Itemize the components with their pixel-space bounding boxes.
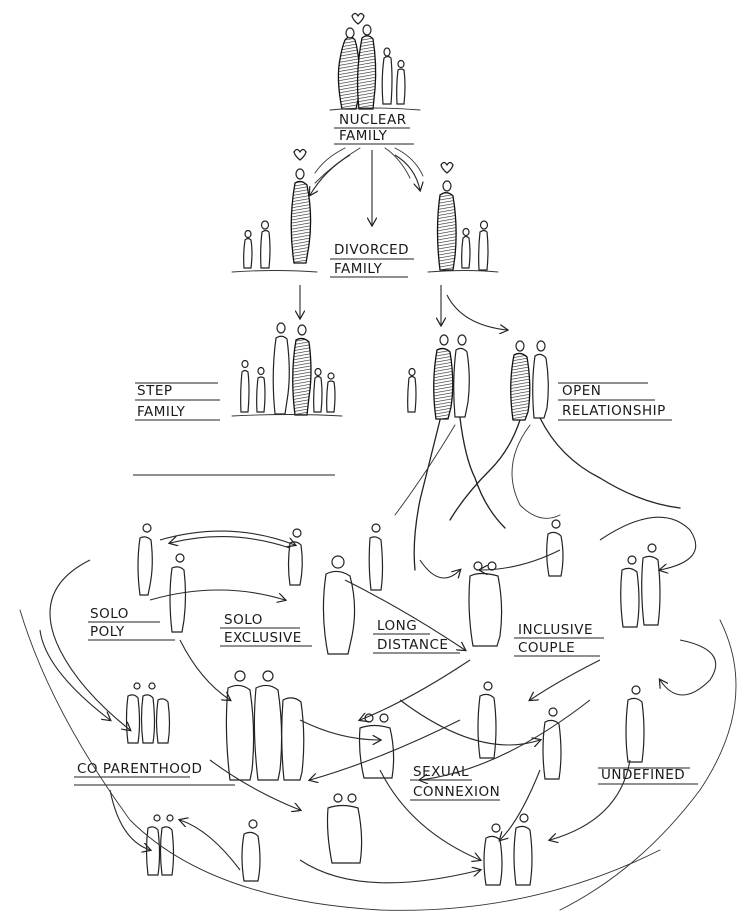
arrow (446, 294, 507, 330)
long-distance-label: LONG (377, 618, 417, 634)
nuclear-family-group: NUCLEAR FAMILY (314, 12, 424, 184)
divorced-family-label: DIVORCED (334, 242, 409, 258)
nuclear-family-label: NUCLEAR FAMILY (334, 112, 414, 145)
solo-poly-group: SOLO POLY (88, 523, 187, 641)
connection-arrows (39, 516, 717, 884)
solo-poly-label: SOLO (90, 606, 129, 622)
step-family-label-2: FAMILY (137, 404, 186, 420)
heart-icon (351, 12, 365, 25)
co-parenthood-label: CO PARENTHOOD (77, 761, 202, 777)
long-distance-label-2: DISTANCE (377, 637, 448, 653)
open-relationship-label-2: RELATIONSHIP (562, 403, 666, 419)
outer-flow-line (19, 609, 661, 911)
divorced-family-label-2: FAMILY (334, 261, 383, 277)
nuclear-family-figures (329, 24, 421, 111)
flow-line (459, 417, 506, 529)
open-relationship-group: OPEN RELATIONSHIP (407, 334, 672, 421)
inclusive-couple-label-2: COUPLE (518, 640, 575, 656)
sexual-connexion-label-2: CONNEXION (413, 784, 500, 800)
step-family-group: STEP FAMILY (135, 322, 343, 421)
open-relationship-label: OPEN (562, 383, 601, 399)
outer-flow-line (559, 619, 737, 911)
divorced-family-group: DIVORCED FAMILY (231, 148, 499, 278)
undefined-label: UNDEFINED (601, 767, 685, 783)
co-parenthood-group: CO PARENTHOOD (74, 670, 305, 786)
label-line: NUCLEAR (339, 112, 407, 128)
solo-exclusive-group: SOLO EXCLUSIVE (220, 528, 356, 655)
bottom-figures (145, 793, 533, 886)
solo-exclusive-label: SOLO (224, 612, 263, 628)
flow-line (449, 419, 521, 521)
arrow (394, 154, 420, 190)
inclusive-couple-group: INCLUSIVE COUPLE (468, 519, 661, 657)
label-line: FAMILY (339, 128, 388, 144)
solo-poly-label-2: POLY (90, 624, 125, 640)
broken-heart-icon (440, 161, 454, 174)
flow-line (539, 417, 681, 509)
sexual-connexion-group: SEXUAL CONNEXION (358, 681, 500, 801)
inclusive-couple-label: INCLUSIVE (518, 622, 593, 638)
undefined-group: UNDEFINED (542, 685, 698, 785)
flow-line (413, 419, 441, 571)
sexual-connexion-label: SEXUAL (413, 764, 469, 780)
broken-heart-icon (293, 148, 307, 161)
arrow (310, 154, 351, 195)
step-family-label: STEP (137, 383, 173, 399)
long-distance-group: LONG DISTANCE (368, 523, 460, 654)
solo-exclusive-label-2: EXCLUSIVE (224, 630, 302, 646)
